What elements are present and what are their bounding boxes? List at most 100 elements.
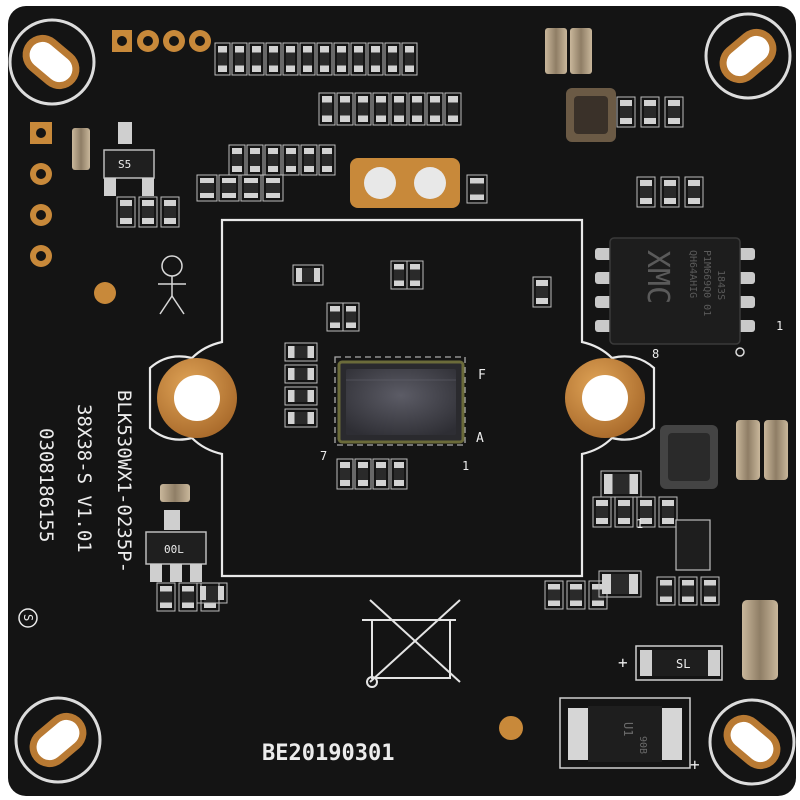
smd-body	[322, 96, 332, 122]
smd-terminal	[682, 580, 694, 586]
smd-terminal	[120, 218, 132, 224]
capacitor-6	[742, 600, 778, 680]
smd-outline	[240, 174, 262, 202]
smd-terminal	[596, 518, 608, 524]
smd-outline	[299, 42, 316, 76]
smd-terminal	[536, 298, 548, 304]
capacitor-5	[764, 420, 788, 480]
smd-body	[394, 264, 404, 286]
smd-terminal	[218, 46, 227, 53]
smd-outline	[265, 42, 282, 76]
smd-outline	[300, 144, 318, 176]
regulator-mark: 00L	[164, 543, 184, 556]
diode-large-mark-b: U1	[621, 722, 635, 736]
sensor-area-outline	[148, 218, 656, 578]
smd-outline	[678, 576, 698, 606]
smd-terminal	[640, 500, 652, 506]
smd-body	[322, 148, 332, 172]
smd-terminal	[337, 65, 346, 72]
smd-outline	[466, 174, 488, 204]
smd-terminal	[629, 474, 638, 494]
smd-terminal	[164, 218, 176, 224]
smd-outline	[248, 42, 265, 76]
smd-outline	[284, 342, 318, 362]
smd-outline	[196, 582, 228, 604]
smd-body	[394, 462, 404, 486]
smd-terminal	[596, 500, 608, 506]
smd-terminal	[218, 65, 227, 72]
smd-body	[394, 96, 404, 122]
smd-terminal	[412, 115, 422, 122]
smd-terminal	[322, 115, 332, 122]
smd-terminal	[640, 180, 652, 186]
smd-terminal	[322, 166, 332, 172]
smd-terminal	[320, 46, 329, 53]
smd-terminal	[660, 580, 672, 586]
smd-terminal	[244, 178, 258, 183]
smd-outline	[598, 570, 642, 598]
smd-terminal	[394, 462, 404, 468]
smd-terminal	[288, 412, 295, 424]
smd-terminal	[358, 480, 368, 486]
smd-terminal	[322, 96, 332, 103]
smd-terminal	[470, 178, 484, 184]
smd-terminal	[268, 166, 278, 172]
smd-body	[430, 96, 440, 122]
smd-terminal	[250, 166, 260, 172]
smd-body	[412, 96, 422, 122]
smd-outline	[284, 386, 318, 406]
smd-terminal	[200, 586, 206, 600]
smd-terminal	[376, 480, 386, 486]
smd-outline	[372, 458, 390, 490]
smd-outline	[684, 176, 704, 208]
smd-terminal	[269, 46, 278, 53]
diode-sl	[635, 645, 723, 681]
smd-terminal	[218, 586, 224, 600]
smd-body	[286, 46, 295, 72]
smd-terminal	[662, 518, 674, 524]
smd-outline	[640, 96, 660, 128]
smd-terminal	[235, 46, 244, 53]
smd-terminal	[337, 46, 346, 53]
smd-terminal	[303, 65, 312, 72]
smd-terminal	[394, 96, 404, 103]
smd-terminal	[288, 346, 295, 358]
smd-body	[286, 148, 296, 172]
smd-outline	[138, 196, 158, 228]
smd-terminal	[668, 100, 680, 106]
smd-outline	[354, 92, 372, 126]
smd-terminal	[548, 600, 560, 606]
smd-terminal	[371, 46, 380, 53]
smd-outline	[282, 144, 300, 176]
diode-sl-mark: SL	[676, 657, 690, 671]
smd-terminal	[548, 584, 560, 590]
smd-terminal	[340, 462, 350, 468]
smd-terminal	[430, 96, 440, 103]
transistor-mark: S5	[118, 158, 131, 171]
smd-terminal	[405, 65, 414, 72]
smd-terminal	[536, 280, 548, 286]
smd-terminal	[182, 586, 194, 592]
smd-terminal	[286, 46, 295, 53]
circle-s-mark: S	[18, 608, 38, 628]
smd-outline	[318, 144, 336, 176]
smd-terminal	[704, 580, 716, 586]
smd-terminal	[250, 148, 260, 154]
flash-brand-text: XMC	[640, 250, 675, 304]
smd-outline	[426, 92, 444, 126]
smd-terminal	[330, 322, 340, 328]
smd-outline	[390, 458, 408, 490]
capacitor-4	[736, 420, 760, 480]
smd-outline	[401, 42, 418, 76]
smd-terminal	[662, 500, 674, 506]
smd-terminal	[160, 586, 172, 592]
flash-lot-text: P1M669Q0 01	[701, 250, 712, 316]
smd-outline	[406, 260, 424, 290]
smd-body	[376, 96, 386, 122]
smd-outline	[292, 264, 324, 286]
smd-terminal	[252, 46, 261, 53]
smd-body	[252, 46, 261, 72]
header-pads-left	[30, 122, 52, 267]
smd-outline	[316, 42, 333, 76]
